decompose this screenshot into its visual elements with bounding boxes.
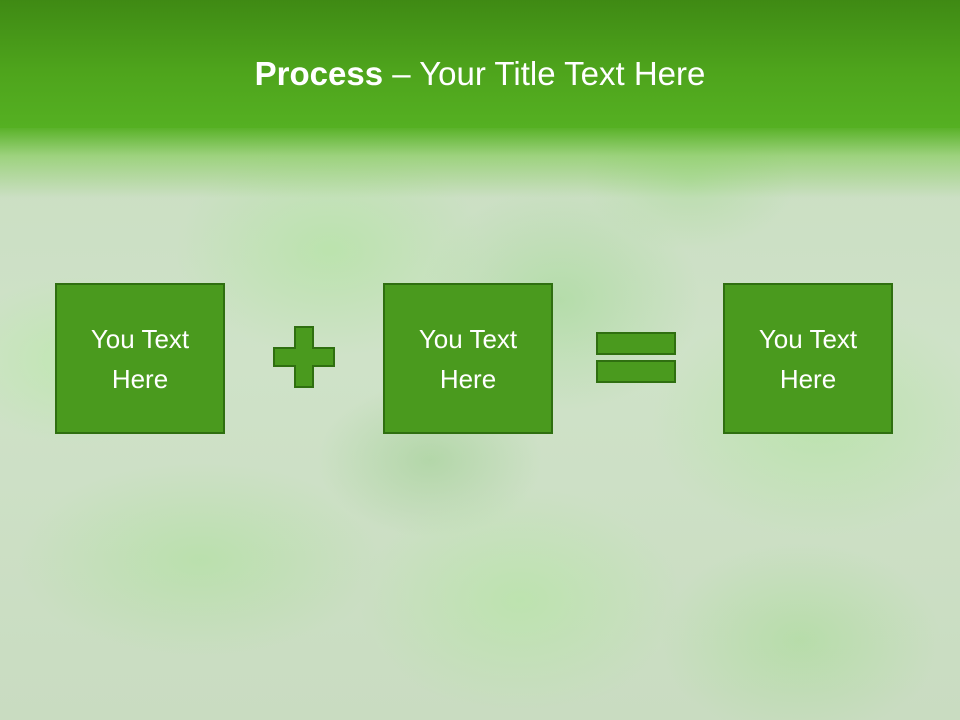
process-box-line: You Text: [418, 323, 518, 354]
title-bar-fade: [0, 128, 960, 198]
process-box-text: You Text Here: [759, 319, 857, 399]
process-box-1[interactable]: You Text Here: [55, 283, 225, 434]
process-box-3[interactable]: You Text Here: [723, 283, 893, 434]
process-box-line: Here: [111, 363, 169, 394]
process-box-line: Here: [439, 363, 497, 394]
slide-title-bold: Process: [254, 55, 384, 92]
process-box-2[interactable]: You Text Here: [383, 283, 553, 434]
process-box-text: You Text Here: [91, 319, 189, 399]
equals-icon[interactable]: [596, 332, 678, 384]
process-box-line: You Text: [758, 323, 858, 354]
process-box-line: Here: [779, 363, 837, 394]
process-box-text: You Text Here: [419, 319, 517, 399]
slide-title-rest: – Your Title Text Here: [383, 55, 706, 92]
slide-title[interactable]: Process – Your Title Text Here: [0, 52, 960, 96]
plus-icon[interactable]: [273, 326, 335, 388]
process-box-line: You Text: [90, 323, 190, 354]
title-bar: [0, 0, 960, 128]
